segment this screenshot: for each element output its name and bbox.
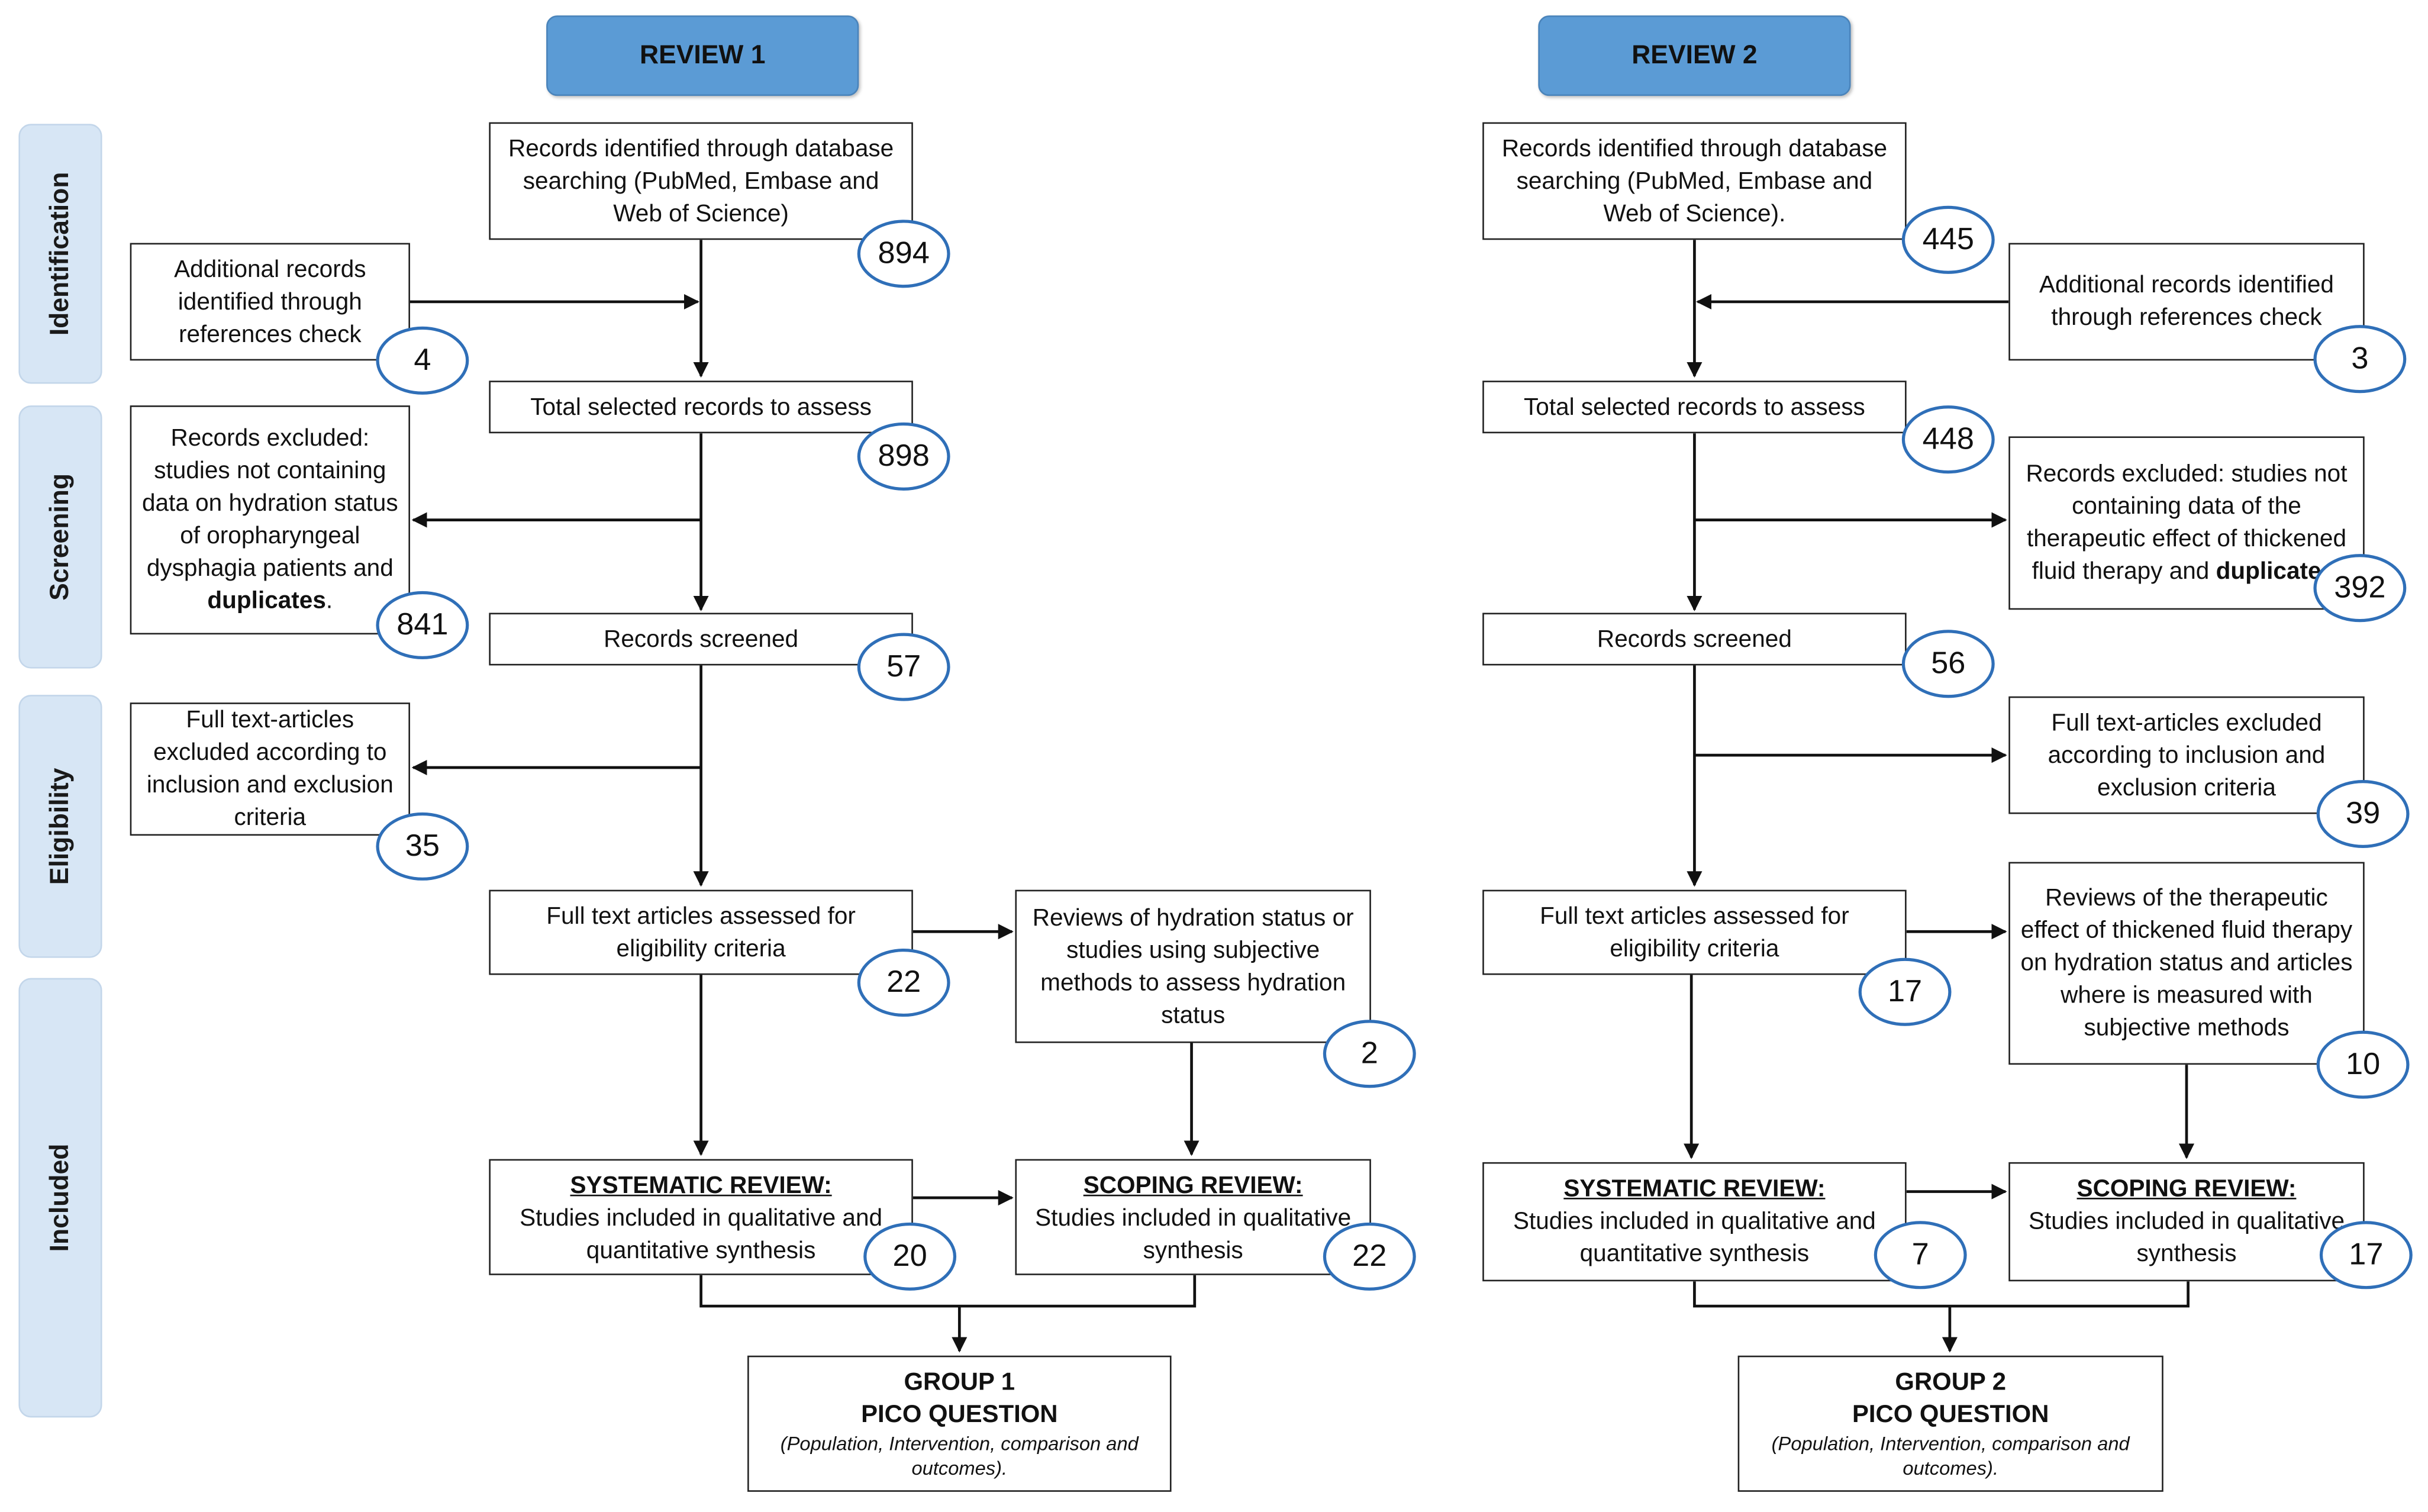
- r2-fulltext-excluded-count: 39: [2316, 779, 2410, 849]
- r1-scoping-count: 22: [1323, 1222, 1416, 1291]
- r2-scoping-box: SCOPING REVIEW:Studies included in quali…: [2008, 1162, 2365, 1282]
- r1-systematic-box: SYSTEMATIC REVIEW:Studies included in qu…: [489, 1159, 913, 1275]
- r2-additional-box: Additional records identified through re…: [2008, 243, 2365, 361]
- r2-fulltext-excluded-box: Full text-articles excluded according to…: [2008, 696, 2365, 814]
- phase-screening: Screening: [18, 405, 102, 669]
- phase-label: Included: [44, 1143, 75, 1252]
- r1-systematic-count: 20: [863, 1222, 957, 1291]
- phase-label: Screening: [44, 473, 75, 601]
- r2-additional-count: 3: [2313, 325, 2407, 394]
- r2-reviews-count: 10: [2316, 1030, 2410, 1099]
- r1-additional-count: 4: [376, 326, 469, 395]
- phase-included: Included: [18, 978, 102, 1418]
- r1-fulltext-excluded-count: 35: [376, 812, 469, 881]
- r2-assessed-count: 17: [1858, 958, 1952, 1026]
- phase-identification: Identification: [18, 124, 102, 384]
- r1-total-count: 898: [857, 422, 950, 491]
- r2-excluded-box: Records excluded: studies not containing…: [2008, 436, 2365, 610]
- phase-label: Eligibility: [44, 768, 75, 885]
- r1-total-box: Total selected records to assess: [489, 381, 913, 434]
- r1-assessed-box: Full text articles assessed for eligibil…: [489, 889, 913, 975]
- r1-reviews-count: 2: [1323, 1020, 1416, 1088]
- r2-screened-box: Records screened: [1482, 612, 1907, 666]
- r1-assessed-count: 22: [857, 948, 950, 1017]
- r2-total-count: 448: [1901, 405, 1995, 474]
- r2-identified-box: Records identified through database sear…: [1482, 122, 1907, 240]
- r2-total-box: Total selected records to assess: [1482, 381, 1907, 434]
- r1-scoping-box: SCOPING REVIEW:Studies included in quali…: [1015, 1159, 1371, 1275]
- r1-fulltext-excluded-box: Full text-articles excluded according to…: [130, 702, 410, 836]
- r2-systematic-box: SYSTEMATIC REVIEW:Studies included in qu…: [1482, 1162, 1907, 1282]
- r1-identified-count: 894: [857, 220, 950, 288]
- phase-label: Identification: [44, 172, 75, 336]
- review2-header: REVIEW 2: [1538, 15, 1851, 96]
- r2-assessed-box: Full text articles assessed for eligibil…: [1482, 889, 1907, 975]
- r1-additional-box: Additional records identified through re…: [130, 243, 410, 361]
- review1-header: REVIEW 1: [546, 15, 859, 96]
- r1-reviews-box: Reviews of hydration status or studies u…: [1015, 889, 1371, 1043]
- r2-scoping-count: 17: [2319, 1221, 2413, 1289]
- phase-eligibility: Eligibility: [18, 695, 102, 958]
- r1-screened-box: Records screened: [489, 612, 913, 666]
- r2-systematic-count: 7: [1874, 1221, 1967, 1289]
- r2-excluded-count: 392: [2313, 554, 2407, 623]
- r1-excluded-box: Records excluded: studies not containing…: [130, 405, 410, 635]
- r2-screened-count: 56: [1901, 630, 1995, 698]
- r1-identified-box: Records identified through database sear…: [489, 122, 913, 240]
- r1-excluded-count: 841: [376, 591, 469, 659]
- r2-reviews-box: Reviews of the therapeutic effect of thi…: [2008, 862, 2365, 1065]
- r1-screened-count: 57: [857, 633, 950, 701]
- r2-identified-count: 445: [1901, 205, 1995, 274]
